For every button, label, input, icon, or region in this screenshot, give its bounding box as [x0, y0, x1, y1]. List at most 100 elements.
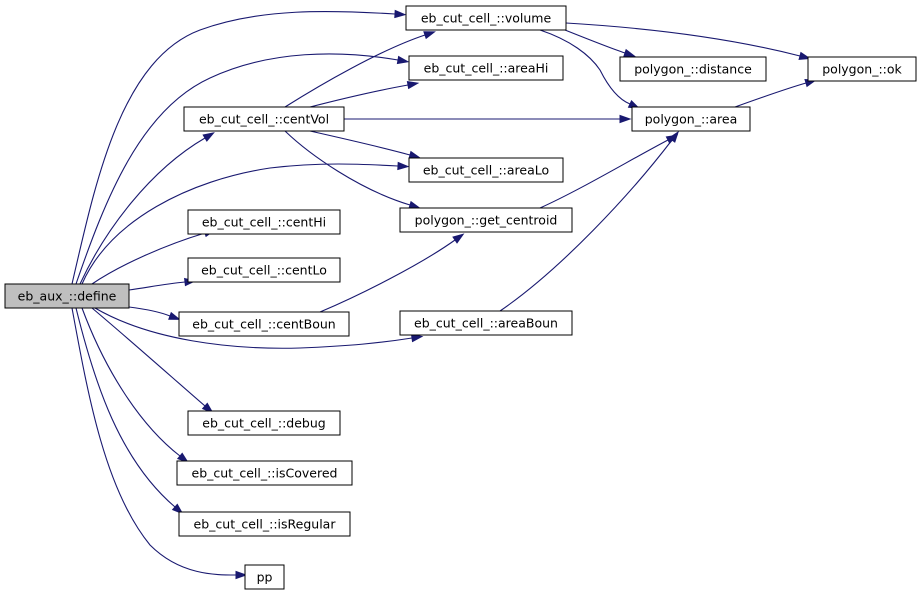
edge-line — [94, 307, 413, 349]
arrowhead-icon — [798, 51, 812, 60]
arrowhead-icon — [423, 31, 436, 40]
node-label: eb_cut_cell_::isCovered — [192, 466, 338, 481]
node-areaLo[interactable]: eb_cut_cell_::areaLo — [408, 157, 564, 183]
edge-define-to-isCovered — [81, 307, 189, 464]
edge-line — [128, 306, 171, 317]
node-box — [4, 283, 130, 309]
edge-line — [539, 139, 669, 209]
arrowhead-icon — [452, 233, 465, 244]
node-box — [807, 56, 917, 82]
node-debug[interactable]: eb_cut_cell_::debug — [187, 410, 341, 436]
node-box — [187, 209, 341, 235]
edge-line — [91, 307, 206, 407]
node-distance[interactable]: polygon_::distance — [619, 56, 767, 82]
node-isRegular[interactable]: eb_cut_cell_::isRegular — [178, 511, 351, 537]
node-label: eb_cut_cell_::centVol — [199, 112, 329, 127]
node-label: eb_aux_::define — [18, 289, 117, 304]
arrowhead-icon — [668, 130, 680, 143]
node-box — [408, 157, 564, 183]
edge-line — [564, 29, 626, 54]
node-box — [176, 460, 353, 486]
node-label: eb_cut_cell_::areaLo — [423, 163, 549, 178]
call-nodes: eb_aux_::define eb_cut_cell_::volumeeb_cu… — [4, 5, 917, 590]
node-areaHi[interactable]: eb_cut_cell_::areaHi — [408, 55, 564, 81]
node-area[interactable]: polygon_::area — [631, 106, 751, 132]
edge-line — [75, 53, 399, 285]
edge-line — [539, 29, 631, 105]
edge-line — [91, 232, 206, 285]
edge-centBoun-to-get_centroid — [319, 233, 465, 313]
node-box — [399, 207, 573, 233]
node-box — [187, 410, 341, 436]
edge-line — [71, 307, 237, 576]
node-label: eb_cut_cell_::areaBoun — [414, 316, 558, 331]
edge-line — [284, 34, 426, 108]
edge-area-to-ok — [734, 79, 818, 108]
edge-line — [309, 130, 411, 156]
arrowhead-icon — [408, 150, 422, 159]
edge-centVol-to-get_centroid — [284, 130, 422, 209]
edge-line — [319, 239, 456, 313]
node-box — [187, 257, 341, 283]
arrowhead-icon — [176, 452, 189, 464]
arrowhead-icon — [397, 161, 410, 171]
edge-line — [128, 281, 186, 291]
arrowhead-icon — [396, 55, 410, 65]
arrowhead-icon — [235, 570, 248, 580]
node-areaBoun[interactable]: eb_cut_cell_::areaBoun — [399, 310, 573, 336]
arrowhead-icon — [394, 9, 407, 19]
arrowhead-icon — [623, 48, 636, 57]
arrowhead-icon — [202, 132, 215, 142]
node-label: eb_cut_cell_::isRegular — [194, 517, 337, 532]
edge-volume-to-distance — [564, 29, 636, 57]
edge-line — [499, 139, 673, 312]
node-isCovered[interactable]: eb_cut_cell_::isCovered — [176, 460, 353, 486]
node-centVol[interactable]: eb_cut_cell_::centVol — [183, 106, 345, 132]
edge-define-to-centLo — [128, 277, 197, 291]
edge-line — [81, 307, 181, 457]
node-get_centroid[interactable]: polygon_::get_centroid — [399, 207, 573, 233]
node-pp[interactable]: pp — [244, 564, 285, 590]
node-box — [399, 310, 573, 336]
edge-line — [71, 10, 396, 285]
node-label: eb_cut_cell_::debug — [202, 416, 325, 431]
node-volume[interactable]: eb_cut_cell_::volume — [405, 5, 567, 31]
edge-define-to-volume — [71, 9, 407, 285]
edge-areaBoun-to-area — [499, 130, 680, 312]
node-label: polygon_::ok — [822, 62, 902, 77]
node-label: eb_cut_cell_::centLo — [201, 263, 327, 278]
edge-line — [75, 307, 176, 508]
node-centHi[interactable]: eb_cut_cell_::centHi — [187, 209, 341, 235]
node-label: polygon_::get_centroid — [415, 213, 558, 228]
node-box — [408, 55, 564, 81]
edge-define-to-centVol — [79, 132, 215, 285]
edge-centVol-to-areaHi — [309, 80, 420, 108]
node-label: eb_cut_cell_::areaHi — [424, 61, 549, 76]
node-centBoun[interactable]: eb_cut_cell_::centBoun — [178, 311, 350, 337]
edge-line — [309, 84, 409, 108]
node-label: polygon_::area — [645, 112, 738, 127]
node-centLo[interactable]: eb_cut_cell_::centLo — [187, 257, 341, 283]
node-box — [405, 5, 567, 31]
edge-define-to-areaLo — [81, 161, 410, 285]
node-box — [619, 56, 767, 82]
node-label: pp — [257, 570, 273, 585]
node-box — [183, 106, 345, 132]
node-box — [631, 106, 751, 132]
edge-centVol-to-areaLo — [309, 130, 422, 159]
edge-line — [734, 82, 807, 108]
arrowhead-icon — [410, 333, 424, 343]
node-box — [244, 564, 285, 590]
edge-define-to-areaHi — [75, 53, 410, 285]
edge-volume-to-ok — [565, 22, 812, 60]
arrowhead-icon — [406, 80, 420, 90]
node-box — [178, 511, 351, 537]
edge-line — [79, 137, 206, 285]
call-edges — [71, 9, 818, 580]
node-label: eb_cut_cell_::volume — [421, 11, 552, 26]
edge-line — [81, 163, 399, 285]
edge-line — [565, 22, 801, 57]
arrowhead-icon — [171, 503, 184, 515]
node-ok[interactable]: polygon_::ok — [807, 56, 917, 82]
